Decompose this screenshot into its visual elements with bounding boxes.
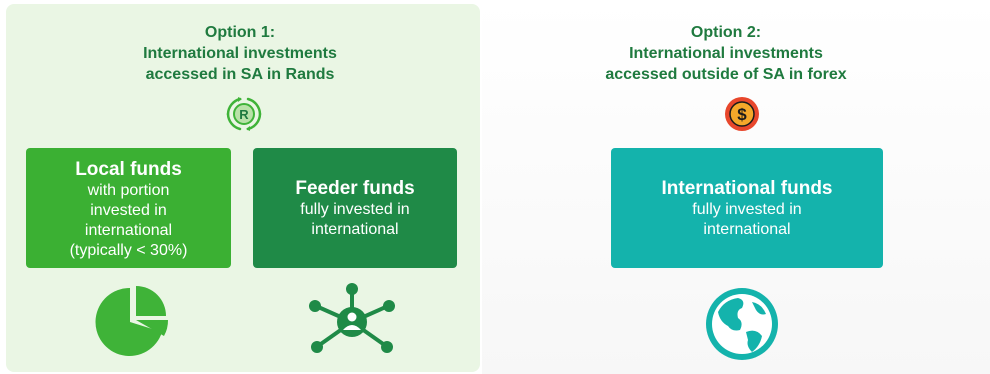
feeder-funds-desc-line: fully invested in [300, 200, 410, 218]
svg-text:R: R [239, 107, 249, 122]
local-funds-desc-line: (typically < 30%) [69, 241, 188, 259]
local-funds-desc-line: with portion [87, 181, 170, 199]
local-funds-title: Local funds [75, 158, 182, 180]
network-hub-icon [309, 283, 395, 353]
international-funds-desc-line: fully invested in [692, 200, 802, 218]
local-funds-box: Local funds with portion invested in int… [26, 148, 231, 268]
feeder-funds-desc-line: international [311, 220, 399, 238]
local-funds-desc-line: invested in [90, 201, 167, 219]
dollar-coin-icon: $ [725, 97, 759, 131]
option1-heading-line: International investments [143, 45, 337, 62]
feeder-funds-box: Feeder funds fully invested in internati… [253, 148, 457, 268]
local-funds-desc-line: international [84, 221, 173, 239]
globe-icon [706, 288, 778, 360]
option2-heading-line: International investments [629, 45, 823, 62]
option1-heading: Option 1: International investments acce… [90, 22, 390, 85]
svg-text:$: $ [737, 105, 747, 124]
international-funds-desc-line: international [703, 220, 791, 238]
option2-heading-line: Option 2: [690, 24, 762, 41]
option2-heading-line: accessed outside of SA in forex [605, 66, 847, 83]
international-funds-title: International funds [661, 177, 833, 199]
rand-coin-icon: R [226, 97, 262, 131]
feeder-funds-title: Feeder funds [295, 177, 415, 199]
pie-chart-icon [95, 286, 169, 356]
option1-heading-line: Option 1: [204, 24, 276, 41]
option1-heading-line: accessed in SA in Rands [145, 66, 335, 83]
international-funds-box: International funds fully invested in in… [611, 148, 883, 268]
option2-heading: Option 2: International investments acce… [566, 22, 886, 85]
